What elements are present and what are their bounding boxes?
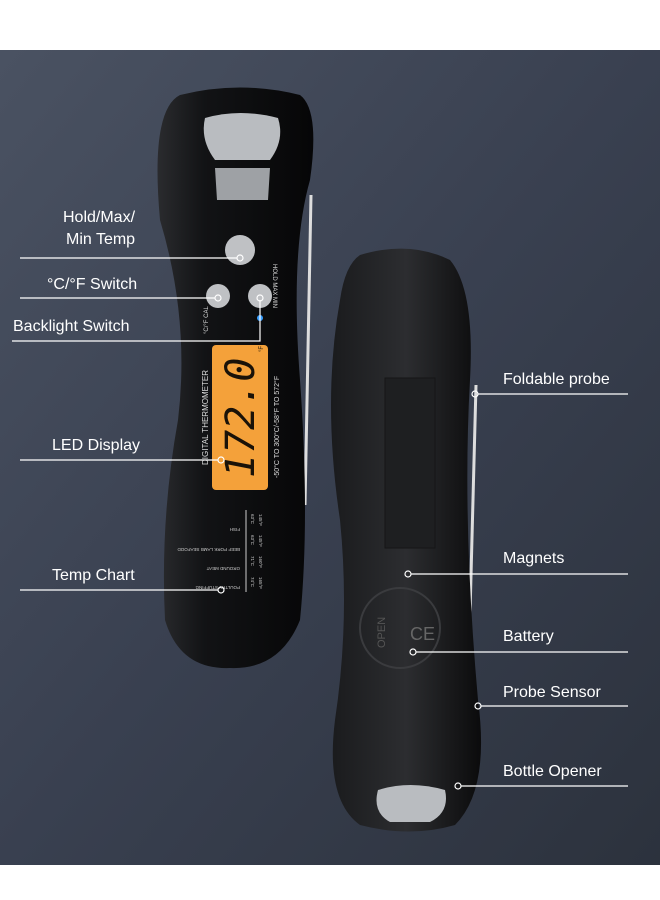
display-unit: °F [259, 346, 265, 352]
svg-text:145°F: 145°F [258, 535, 263, 547]
bottle-opener-back [376, 785, 446, 822]
svg-text:74°C: 74°C [250, 577, 255, 588]
label-foldable-probe: Foldable probe [503, 371, 610, 388]
label-hold-max-min-2: Min Temp [66, 231, 136, 248]
label-unit-switch: °C/°F Switch [47, 276, 138, 293]
unit-button[interactable] [206, 284, 230, 308]
range-text: -50°C TO 300°C/-58°F TO 572°F [273, 376, 281, 478]
thermometer-front: 172.0 °F DIGITAL THERMOMETER -50°C TO 30… [157, 87, 314, 669]
backlight-button[interactable] [248, 284, 272, 308]
label-battery: Battery [503, 628, 554, 645]
svg-text:POULTRY STUFFING: POULTRY STUFFING [195, 585, 240, 590]
temp-chart: FISH 145°F 63°C BEEF PORK LAMB SEAFOOD 1… [177, 514, 263, 590]
label-bottle-opener: Bottle Opener [503, 763, 602, 780]
brand-text: DIGITAL THERMOMETER [201, 370, 210, 465]
svg-text:FISH: FISH [230, 527, 240, 532]
label-hold-max-min-1: Hold/Max/ [63, 209, 136, 226]
label-temp-chart: Temp Chart [52, 567, 135, 584]
battery-open-text: OPEN [376, 617, 388, 648]
label-led-display: LED Display [52, 437, 141, 454]
hold-button-text: HOLD MAX MIN [271, 264, 277, 308]
svg-text:160°F: 160°F [258, 556, 263, 568]
svg-text:63°C: 63°C [250, 514, 255, 525]
slate-background [0, 50, 660, 865]
svg-text:165°F: 165°F [258, 577, 263, 589]
svg-text:63°C: 63°C [250, 535, 255, 546]
svg-text:71°C: 71°C [250, 556, 255, 567]
svg-text:BEEF PORK LAMB SEAFOOD: BEEF PORK LAMB SEAFOOD [177, 547, 240, 552]
label-backlight-switch: Backlight Switch [13, 318, 130, 335]
bottle-opener-front [203, 113, 281, 160]
label-probe-sensor: Probe Sensor [503, 684, 601, 701]
probe-left [303, 194, 313, 506]
svg-text:GROUND MEAT: GROUND MEAT [206, 566, 240, 571]
leader-lines [12, 254, 628, 790]
spec-label [384, 377, 436, 549]
label-magnets: Magnets [503, 550, 565, 567]
svg-text:145°F: 145°F [258, 514, 263, 526]
thermometer-back: OPEN CE [331, 248, 482, 832]
battery-cover [359, 587, 441, 669]
lcd-display [212, 345, 268, 490]
ce-mark: CE [410, 624, 435, 644]
unit-button-text: °C/°F CAL [204, 306, 210, 334]
display-reading: 172.0 [218, 358, 264, 478]
